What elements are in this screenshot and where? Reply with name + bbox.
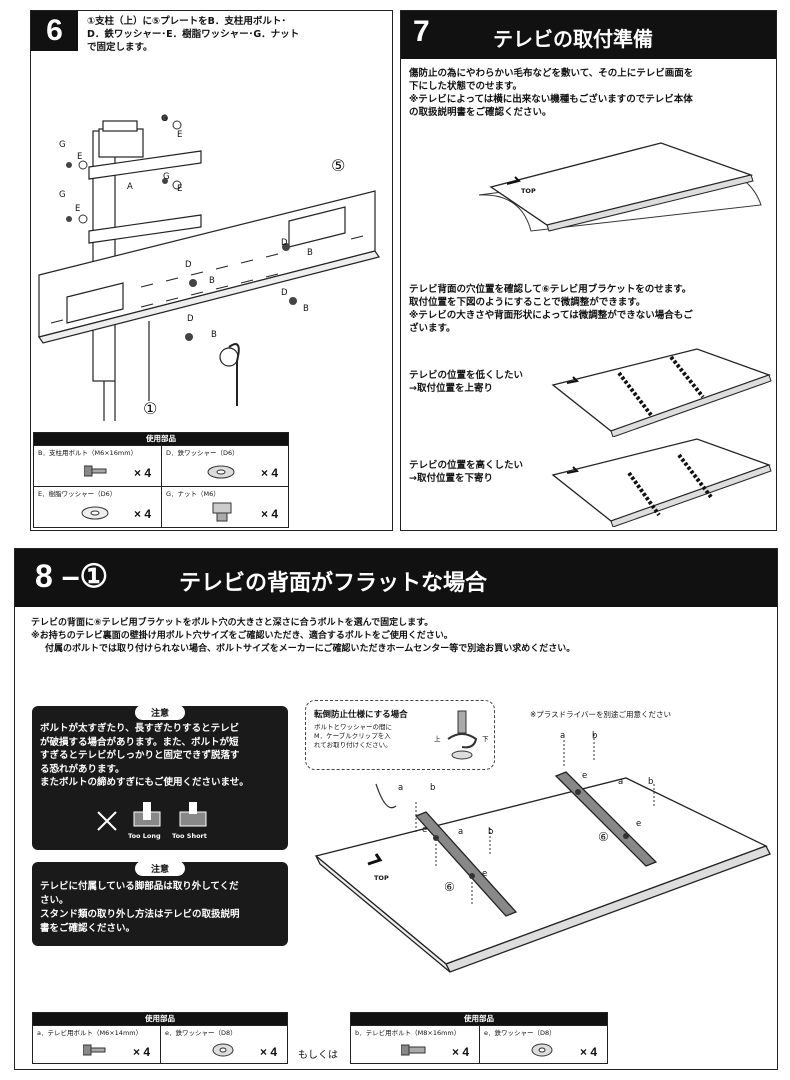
label-e: e xyxy=(636,819,642,829)
bolt-icon xyxy=(401,1044,426,1056)
washer-icon xyxy=(81,506,109,520)
washer-icon xyxy=(531,1043,553,1057)
label-a: a xyxy=(458,827,464,837)
tv-bracket-lower-illustration xyxy=(551,438,772,527)
label-B: B xyxy=(211,330,217,340)
label-a: a xyxy=(398,783,404,793)
step8-panel: 8 –① テレビの背面がフラットな場合 テレビの背面に⑥テレビ用ブラケットをボル… xyxy=(14,548,778,1070)
label-B: B xyxy=(303,304,309,314)
caution-box-bolt-size: 注意 ボルトが太すぎたり、長すぎたりするとテレビ が破損する場合があります。また… xyxy=(32,705,288,850)
parts-title: 使用部品 xyxy=(33,1013,287,1025)
lower-position-note: テレビの位置を低くしたい →取付位置を上寄り xyxy=(409,370,524,394)
step6-number: 6 xyxy=(31,11,78,51)
tv-bracket-upper-illustration xyxy=(551,348,772,437)
step8-description: テレビの背面に⑥テレビ用ブラケットをボルト穴の大きさと深さに合うボルトを選んで固… xyxy=(31,618,576,654)
label-E: E xyxy=(75,204,81,214)
label-G: G xyxy=(163,172,170,182)
step6-panel: 6 ①支柱（上）に⑤プレートをB．支柱用ボルト･ D．鉄ワッシャー･E．樹脂ワッ… xyxy=(30,10,393,531)
step8-parts-table-left: 使用部品 a．テレビ用ボルト（M6×14mm） × 4 e．鉄ワッシャー（D8）… xyxy=(32,1012,288,1064)
nut-icon xyxy=(212,502,232,522)
too-long-bolt-icon xyxy=(133,802,161,827)
label-D: D xyxy=(185,260,192,270)
label-D: D xyxy=(187,314,194,324)
label-e: e xyxy=(422,825,428,835)
label-b: b xyxy=(592,731,598,741)
step7-back-instruction: テレビ背面の穴位置を確認して⑥テレビ用ブラケットをのせます。 取付位置を下図のよ… xyxy=(409,284,693,334)
bolt-icon xyxy=(83,1044,106,1056)
label-e: e xyxy=(482,869,488,879)
or-label: もしくは xyxy=(298,1050,338,1061)
step6-instruction: ①支柱（上）に⑤プレートをB．支柱用ボルト･ D．鉄ワッシャー･E．樹脂ワッシャ… xyxy=(87,16,300,53)
washer-icon xyxy=(207,465,235,479)
label-G: G xyxy=(59,140,66,150)
too-short-label: Too Short xyxy=(172,832,207,840)
parts-title: 使用部品 xyxy=(34,433,288,445)
step7-title: テレビの取付準備 xyxy=(493,27,653,51)
step8-title: テレビの背面がフラットな場合 xyxy=(179,571,488,596)
step6-assembly-illustration xyxy=(38,115,380,421)
cable-clip-icon xyxy=(447,710,478,760)
label-G: G xyxy=(59,190,66,200)
label-b: b xyxy=(648,777,654,787)
label-B: B xyxy=(307,248,313,258)
label-E: E xyxy=(177,130,183,140)
caution-title: 注意 xyxy=(134,705,186,720)
label-a: a xyxy=(560,731,566,741)
label-G: G xyxy=(161,114,168,124)
label-E: E xyxy=(77,152,83,162)
top-label: TOP xyxy=(521,187,536,195)
caution-title: 注意 xyxy=(134,861,186,876)
higher-position-note: テレビの位置を高くしたい →取付位置を下寄り xyxy=(409,460,524,484)
parts-cell: e．鉄ワッシャー（D8） × 4 xyxy=(161,1025,287,1063)
caution-box-remove-legs: 注意 テレビに付属している脚部品は取り外してくだ さい。 スタンド類の取り外し方… xyxy=(32,861,288,946)
label-e: e xyxy=(582,771,588,781)
tv-back-bracket-illustration xyxy=(314,734,771,973)
down-label: 下 xyxy=(482,735,489,743)
label-a: a xyxy=(618,777,624,787)
step7-intro: 傷防止の為にやわらかい毛布などを敷いて、その上にテレビ画面を 下にした状態でのせ… xyxy=(409,68,694,118)
top-label: TOP xyxy=(374,874,389,882)
parts-cell: B．支柱用ボルト（M6×16mm） × 4 xyxy=(34,445,162,486)
label-b: b xyxy=(430,783,436,793)
cross-mark-icon xyxy=(97,811,117,831)
washer-icon xyxy=(212,1043,234,1057)
anti-fall-note: 転倒防止仕様にする場合 ボルトとワッシャーの間に M．ケーブルクリップを入 れて… xyxy=(305,700,495,770)
label-E: E xyxy=(177,184,183,194)
parts-cell: e．鉄ワッシャー（D8） × 4 xyxy=(480,1025,607,1063)
too-short-bolt-icon xyxy=(179,802,207,827)
label-B: B xyxy=(209,276,215,286)
up-label: 上 xyxy=(434,735,441,743)
step7-number: 7 xyxy=(413,15,430,48)
parts-cell: a．テレビ用ボルト（M6×14mm） × 4 xyxy=(33,1025,161,1063)
parts-cell: G．ナット（M6） × 4 xyxy=(162,486,288,527)
label-b: b xyxy=(488,827,494,837)
tv-on-blanket-illustration xyxy=(478,142,762,232)
label-D: D xyxy=(281,238,288,248)
step6-parts-table: 使用部品 B．支柱用ボルト（M6×16mm） × 4 D．鉄ワッシャー（D6） … xyxy=(33,432,289,528)
label-six: ⑥ xyxy=(598,830,609,844)
parts-cell: E．樹脂ワッシャー（D6） × 4 xyxy=(34,486,162,527)
too-long-label: Too Long xyxy=(128,832,161,840)
step7-header: 7 テレビの取付準備 xyxy=(401,11,776,59)
driver-note: ※プラスドライバーを別途ご用意ください xyxy=(530,710,671,719)
parts-title: 使用部品 xyxy=(351,1013,607,1025)
bolt-icon xyxy=(84,465,107,477)
step8-parts-table-right: 使用部品 b．テレビ用ボルト（M8×16mm） × 4 e．鉄ワッシャー（D8）… xyxy=(350,1012,608,1064)
label-six: ⑥ xyxy=(444,880,455,894)
step8-header: 8 –① テレビの背面がフラットな場合 xyxy=(15,549,777,607)
step8-number: 8 –① xyxy=(35,558,109,594)
step7-panel: 7 テレビの取付準備 傷防止の為にやわらかい毛布などを敷いて、その上にテレビ画面… xyxy=(400,10,777,531)
label-D: D xyxy=(281,288,288,298)
parts-cell: D．鉄ワッシャー（D6） × 4 xyxy=(162,445,288,486)
label-A: A xyxy=(127,182,133,192)
parts-cell: b．テレビ用ボルト（M8×16mm） × 4 xyxy=(351,1025,480,1063)
label-one: ① xyxy=(143,399,158,418)
label-five: ⑤ xyxy=(331,156,346,175)
